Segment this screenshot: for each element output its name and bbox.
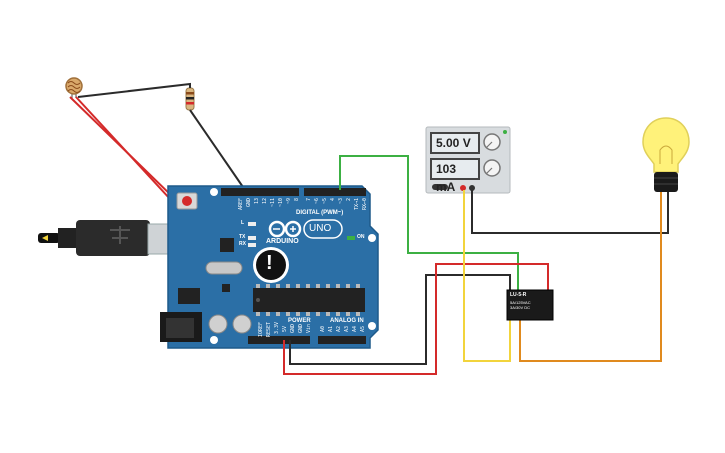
l-led-label: L	[241, 220, 245, 226]
wire-green-signal[interactable]	[339, 155, 519, 292]
current-readout: 103 mA	[430, 158, 480, 194]
arduino-brand: ARDUINO	[266, 238, 299, 245]
pin-label: ~3	[338, 198, 344, 205]
relay-spec-2: 3A/30V DC	[510, 305, 531, 310]
pin-label: GND	[298, 324, 304, 334]
pin-label: A3	[344, 326, 350, 333]
wire-black-psu-bulb[interactable]	[471, 190, 669, 234]
wire-black-gnd[interactable]	[289, 274, 511, 365]
pin-label: A5	[360, 326, 366, 333]
tx-led-label: TX	[239, 234, 246, 240]
ldr-icon[interactable]	[65, 77, 83, 98]
pin-label: A2	[336, 326, 342, 333]
light-bulb-icon[interactable]	[642, 117, 690, 192]
relay[interactable]	[506, 289, 554, 321]
pin-label: A0	[320, 326, 326, 333]
pin-label: 13	[254, 198, 260, 205]
pin-label: ~6	[314, 198, 320, 205]
pin-label: ~5	[322, 198, 328, 205]
pin-label: GND	[246, 198, 252, 208]
pin-label: TX→1	[354, 198, 360, 211]
digital-header-label: DIGITAL (PWM~)	[296, 210, 344, 216]
pin-label: 2	[346, 198, 352, 202]
pin-label: A1	[328, 326, 334, 333]
pin-label: GND	[290, 324, 296, 334]
pin-label: RX←0	[362, 198, 368, 211]
wire-orange[interactable]	[519, 192, 662, 362]
pin-label: A4	[352, 326, 358, 333]
relay-spec-1: 5A/125VAC	[510, 300, 531, 305]
pin-label: 7	[306, 198, 312, 202]
pin-label: 3.3V	[274, 322, 280, 335]
pin-label: ~10	[278, 198, 284, 208]
arduino-logo-icon	[268, 220, 302, 238]
pin-label: Vin	[306, 324, 312, 334]
pin-label: 8	[294, 198, 300, 202]
on-led-label: ON	[357, 234, 365, 240]
pin-label: ~9	[286, 198, 292, 205]
relay-model-label: LU-5-R	[510, 292, 527, 298]
wire-yellow[interactable]	[463, 190, 511, 362]
wire-resistor-arduino[interactable]	[189, 109, 246, 191]
power-header-label: POWER	[288, 318, 311, 324]
analog-header-label: ANALOG IN	[330, 318, 364, 324]
resistor-icon[interactable]	[185, 87, 195, 111]
wire-red-5v[interactable]	[283, 263, 549, 375]
pin-label: IOREF	[258, 322, 264, 338]
warning-icon[interactable]: !	[266, 252, 273, 274]
pin-label: AREF	[238, 198, 244, 211]
arduino-board[interactable]	[160, 185, 379, 349]
voltage-readout: 5.00 V	[430, 132, 480, 154]
wire-ldr-resistor[interactable]	[77, 82, 191, 98]
pin-label: 4	[330, 198, 336, 202]
pin-label: ~11	[270, 198, 276, 208]
rx-led-label: RX	[239, 241, 246, 247]
pin-label: 12	[262, 198, 268, 205]
arduino-model: UNO	[309, 223, 332, 234]
pin-label: RESET	[266, 322, 272, 338]
pin-label: 5V	[282, 326, 288, 333]
